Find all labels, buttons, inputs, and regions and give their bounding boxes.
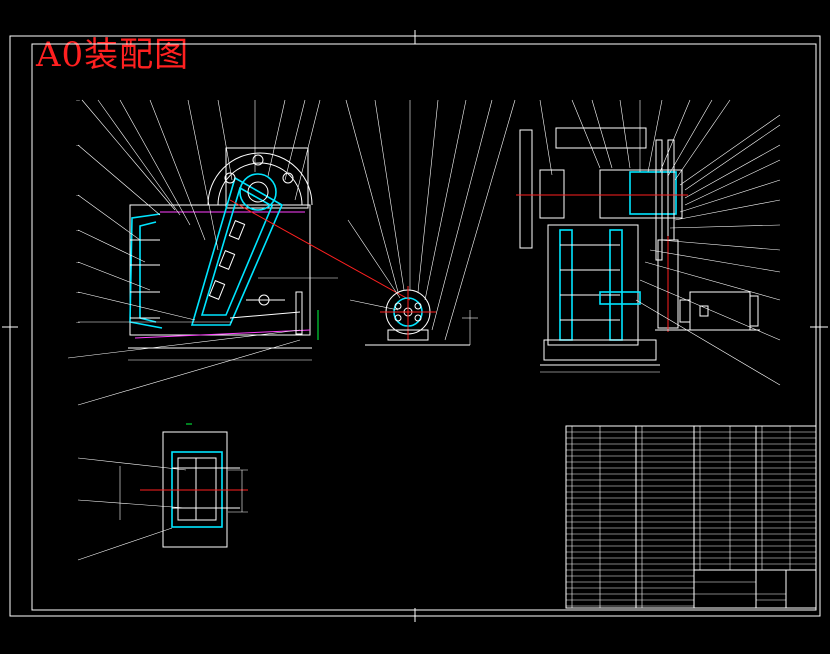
svg-text:—: — [76,193,80,198]
svg-text:—: — [76,260,80,265]
side-view [516,99,781,386]
parts-table [565,425,817,609]
pulley-view [345,99,516,346]
svg-text:—: — [76,320,80,325]
plan-view [77,423,248,561]
svg-text:—: — [76,228,80,233]
svg-text:—: — [76,290,80,295]
front-view: — — — — — — — [67,98,411,406]
svg-text:—: — [76,98,80,103]
svg-text:—: — [76,143,80,148]
